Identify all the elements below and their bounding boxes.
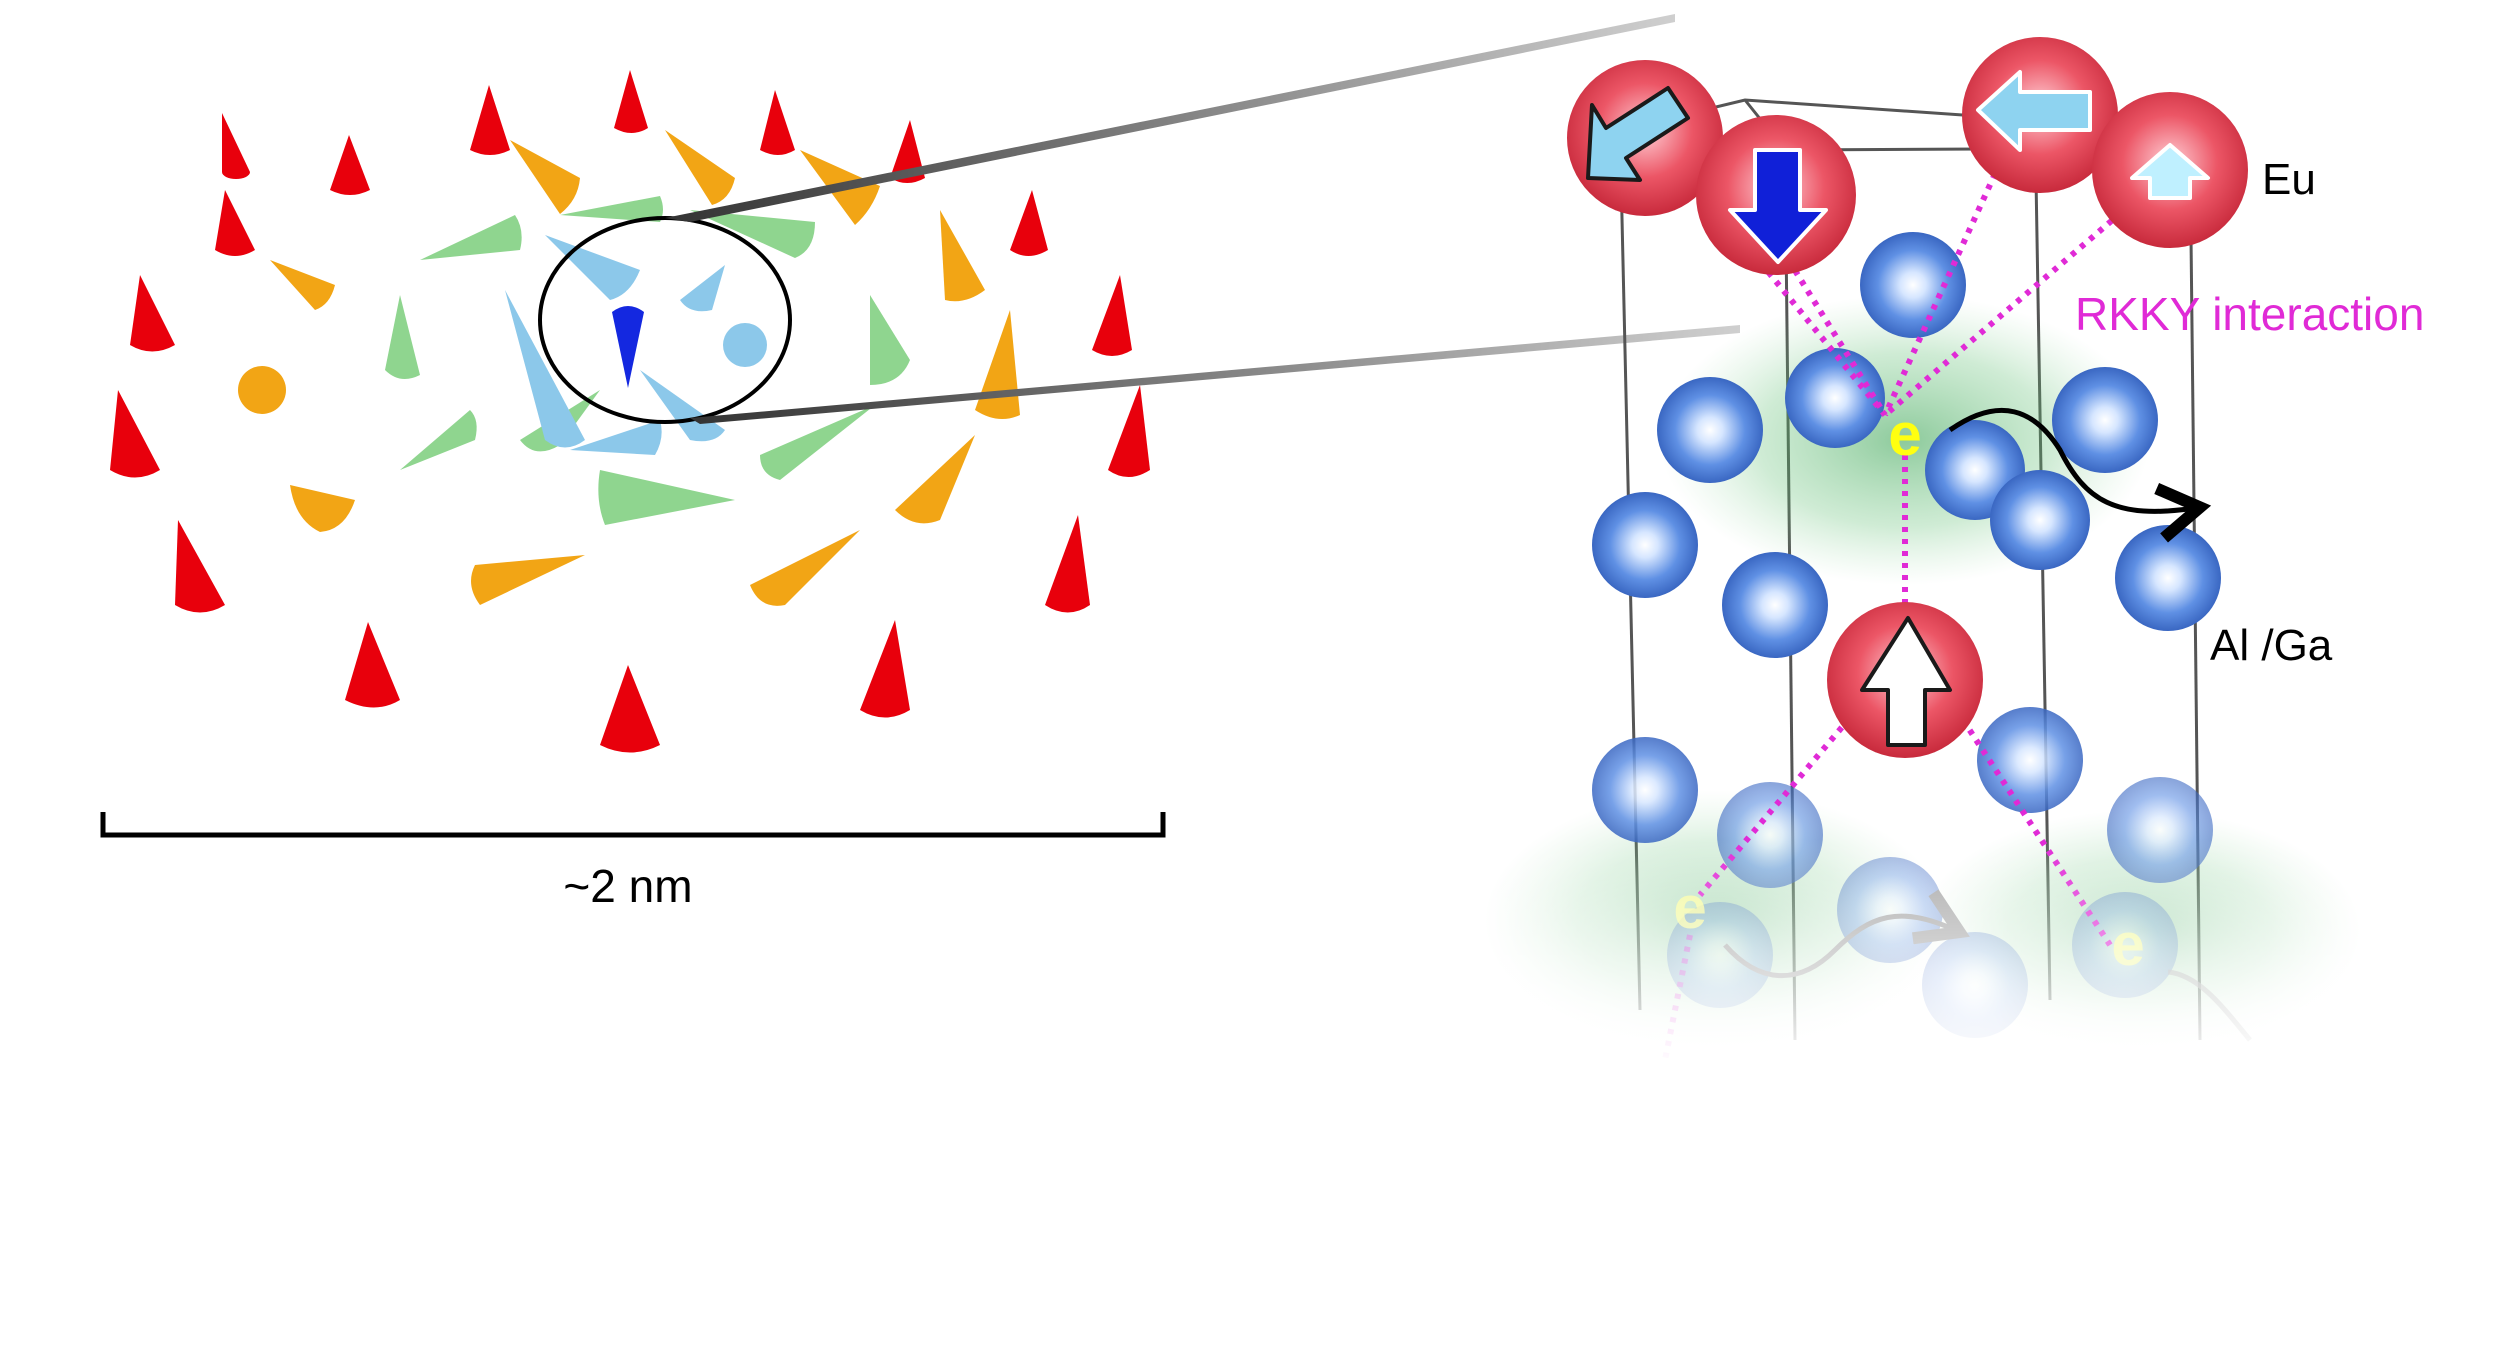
electron-label-main: e xyxy=(1888,401,1921,468)
rkky-label: RKKY interaction xyxy=(2075,288,2424,340)
al-ga-label: Al /Ga xyxy=(2210,621,2333,670)
core-spin-cone xyxy=(612,306,644,388)
spin-left-arrow-icon xyxy=(1976,70,2092,152)
crystal-lattice: e e e Eu RKKY interaction Al /Ga xyxy=(1480,37,2424,1070)
scale-bar xyxy=(100,812,1166,838)
red-spin-cones xyxy=(110,70,1150,753)
eu-label: Eu xyxy=(2262,155,2316,204)
spin-up-arrow-icon xyxy=(2130,143,2210,200)
orange-spin-cones xyxy=(238,130,1020,606)
zoom-lines xyxy=(665,14,1740,424)
spin-up-large-arrow-icon xyxy=(1860,616,1952,747)
skyrmion-spin-texture: ~2 nm xyxy=(100,14,1740,912)
spin-tilt-arrow-icon xyxy=(1586,86,1690,182)
eu-atoms xyxy=(1567,37,2248,758)
eu-spin-arrows xyxy=(1586,70,2210,747)
electron-motion-arrow-icon xyxy=(1948,407,2195,511)
bottom-fade xyxy=(1480,840,2380,1070)
scale-label: ~2 nm xyxy=(563,860,692,912)
green-spin-cones xyxy=(385,196,910,525)
spin-down-arrow-icon xyxy=(1728,148,1828,264)
